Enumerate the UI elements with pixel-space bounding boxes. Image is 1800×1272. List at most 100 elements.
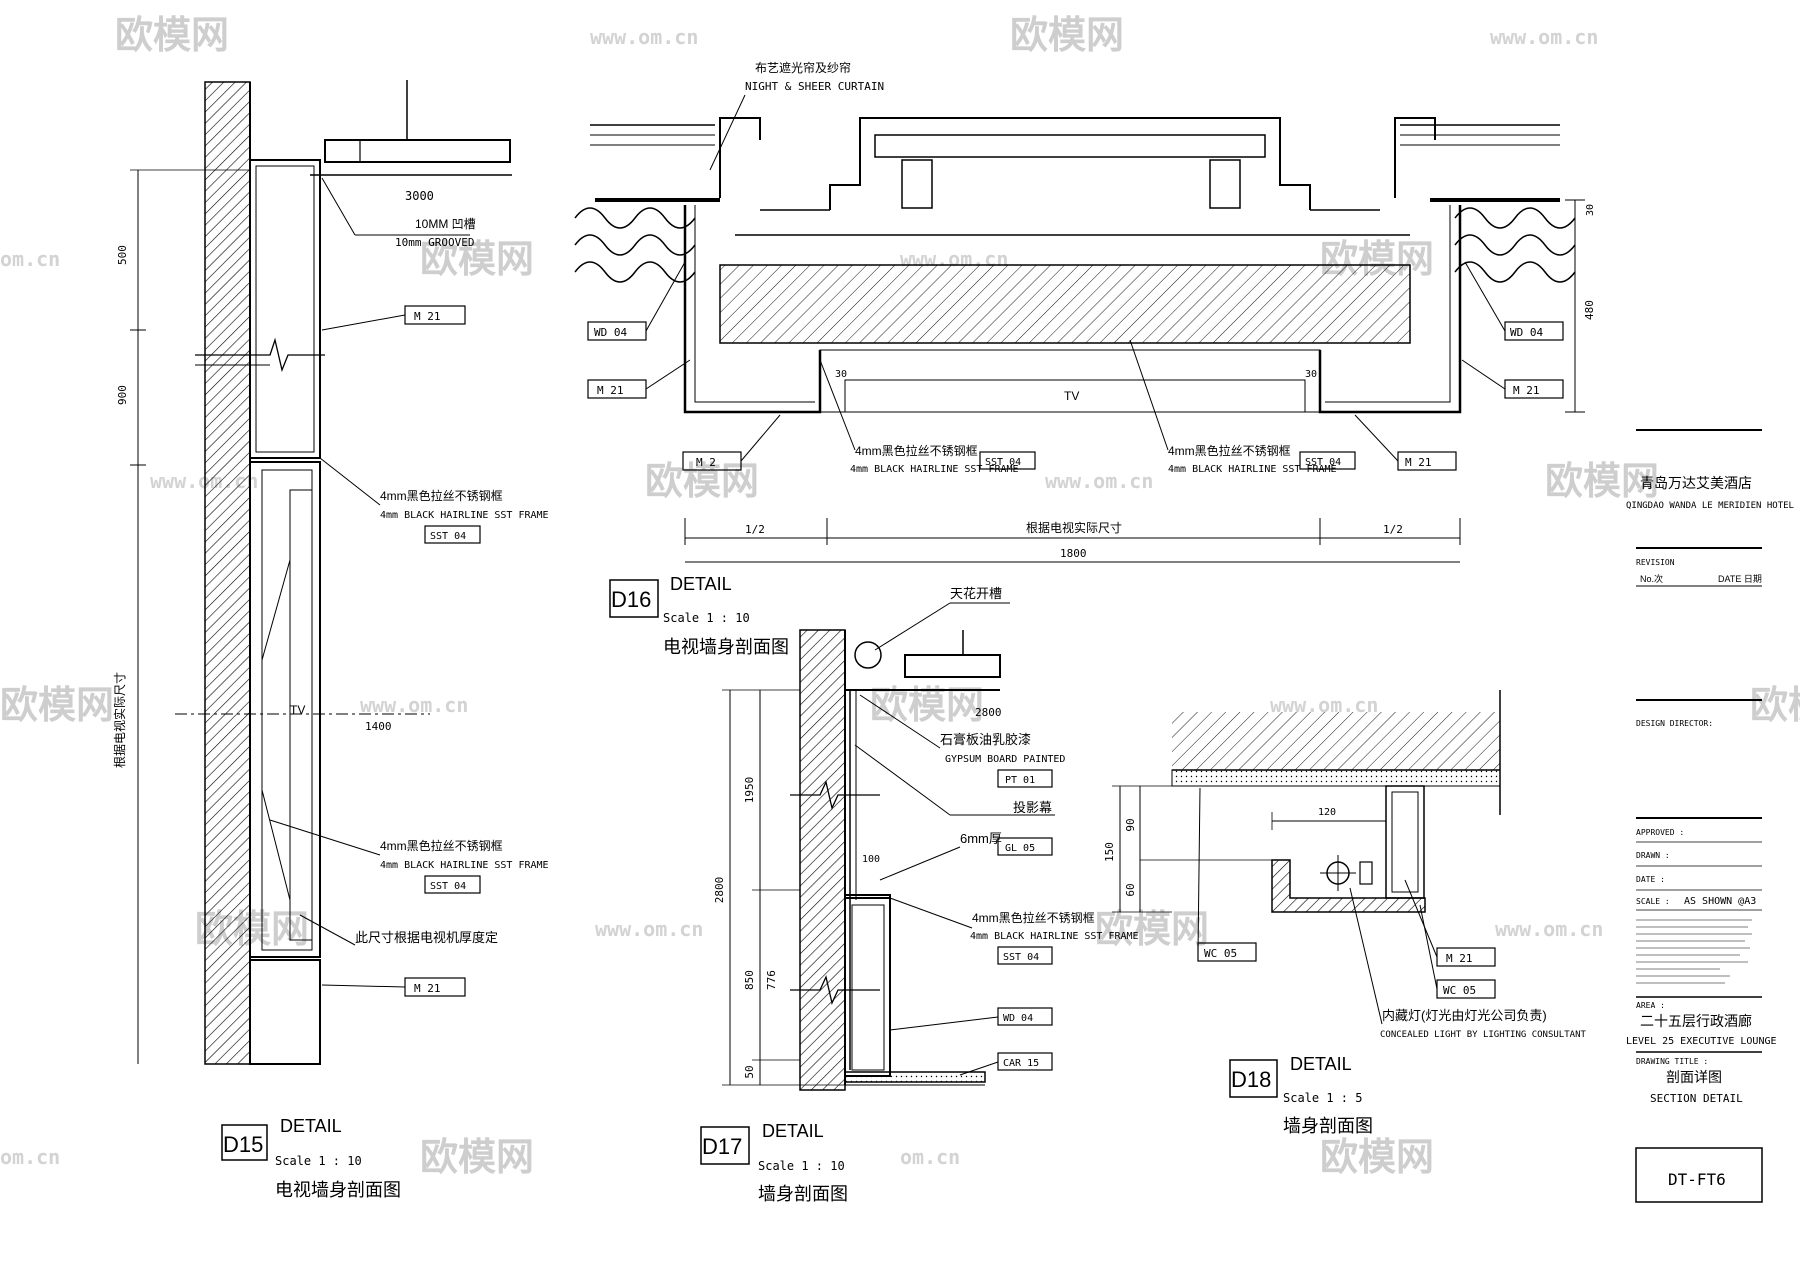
d17-title: 墙身剖面图 — [758, 1184, 848, 1204]
d15-groove-cn: 10MM 凹槽 — [415, 217, 476, 231]
tb-design-director: DESIGN DIRECTOR: — [1636, 719, 1713, 728]
tb-sheet-box — [1635, 1147, 1763, 1203]
tb-drawing-title-en: SECTION DETAIL — [1650, 1092, 1743, 1105]
d17-wall-hatch — [799, 629, 846, 1091]
d16-dim-mid: 根据电视实际尺寸 — [1026, 520, 1122, 535]
tb-sheet-no: DT-FT6 — [1668, 1170, 1726, 1189]
tb-drawn: DRAWN : — [1636, 851, 1670, 860]
watermark-url: www.om.cn — [1490, 25, 1598, 49]
tb-revision: REVISION — [1636, 558, 1675, 567]
tb-no: No.次 — [1640, 573, 1663, 584]
d15-groove-height: 3000 — [405, 189, 434, 203]
tb-area-en: LEVEL 25 EXECUTIVE LOUNGE — [1626, 1036, 1777, 1047]
tb-date: DATE : — [1636, 875, 1665, 884]
tb-hotel-en: QINGDAO WANDA LE MERIDIEN HOTEL — [1626, 501, 1794, 511]
d18-tag-box — [1229, 1059, 1278, 1098]
d15-tv-frame — [249, 461, 321, 958]
d16-scale: Scale 1 : 10 — [663, 611, 750, 625]
tb-fine-print — [1636, 919, 1752, 984]
watermark-brand: 欧模网 — [1750, 683, 1800, 727]
d18-tag-wc-label: WC 05 — [1204, 947, 1237, 960]
d16-tag-sst-2 — [1299, 451, 1356, 470]
d15-upper-panel — [249, 159, 321, 459]
d18-dim-1: 150 — [1103, 842, 1116, 862]
d17-scale: Scale 1 : 10 — [758, 1159, 845, 1173]
d15-frame-en-1: 4mm BLACK HAIRLINE SST FRAME — [380, 510, 549, 521]
watermark-layer: 欧模网 www.om.cn 欧模网 www.om.cn om.cn 欧模网 ww… — [0, 13, 1800, 1179]
d18-light-cn: 内藏灯(灯光由灯光公司负责) — [1382, 1008, 1547, 1023]
d16-dim-h: 480 — [1583, 300, 1596, 320]
d15-depth-note: 此尺寸根据电视机厚度定 — [355, 930, 498, 945]
d15-frame-cn-1: 4mm黑色拉丝不锈钢框 — [380, 488, 503, 503]
d17-tag-box — [700, 1126, 750, 1165]
d17-dim-total: 2800 — [713, 877, 726, 904]
tb-area-label: AREA : — [1636, 1001, 1665, 1010]
d15-scale: Scale 1 : 10 — [275, 1154, 362, 1168]
d17-tag-pt — [997, 769, 1053, 788]
watermark-url: om.cn — [0, 247, 60, 271]
d18-dim-w: 120 — [1318, 807, 1336, 818]
d17-tag-wd — [997, 1007, 1053, 1026]
d16-tag-m21-label: M 21 — [597, 384, 624, 397]
d18-light-en: CONCEALED LIGHT BY LIGHTING CONSULTANT — [1380, 1030, 1586, 1040]
d15-frame-en-2: 4mm BLACK HAIRLINE SST FRAME — [380, 860, 549, 871]
d17-dim-1: 1950 — [743, 777, 756, 804]
tb-scale-label: SCALE : — [1636, 897, 1670, 906]
d15-tv-label: TV — [290, 703, 305, 717]
tb-approved: APPROVED : — [1636, 828, 1684, 837]
d16-frame-en-1: 4mm BLACK HAIRLINE SST FRAME — [850, 464, 1019, 475]
watermark-brand: 欧模网 — [0, 683, 114, 727]
watermark-brand: 欧模网 — [645, 459, 759, 503]
title-block: 青岛万达艾美酒店 QINGDAO WANDA LE MERIDIEN HOTEL… — [1626, 429, 1794, 1203]
d15-groove-en: 10mm GROOVED — [395, 236, 474, 249]
d16-tag-m2-label: M 2 — [696, 456, 716, 469]
d15-dim-center: 1400 — [365, 720, 392, 733]
d15-ceiling — [324, 139, 511, 163]
d17-screen-cn: 投影幕 — [1013, 800, 1052, 815]
d17-tag-wd-label: WD 04 — [1003, 1013, 1033, 1024]
d16-frame-en-2: 4mm BLACK HAIRLINE SST FRAME — [1168, 464, 1337, 475]
d17-detail: DETAIL — [762, 1121, 824, 1141]
detail-d16: TV 30 30 布艺遮光帘及纱帘 NIGHT & SHEER CURTAIN … — [574, 60, 1596, 657]
d16-tv-label: TV — [1064, 389, 1079, 403]
d16-dim-s: 30 — [835, 369, 847, 380]
d15-tag-sst-2-label: SST 04 — [430, 881, 466, 892]
d15-frame-cn-2: 4mm黑色拉丝不锈钢框 — [380, 838, 503, 853]
d16-dim-right: 1/2 — [1383, 523, 1403, 536]
d16-title: 电视墙身剖面图 — [663, 637, 789, 657]
tb-scale-value: AS SHOWN @A3 — [1684, 896, 1756, 907]
d18-tag-m21-label: M 21 — [1446, 952, 1473, 965]
watermark-brand: 欧模网 — [420, 237, 534, 281]
d18-title: 墙身剖面图 — [1283, 1116, 1373, 1136]
d16-frame-cn-2: 4mm黑色拉丝不锈钢框 — [1168, 443, 1291, 458]
watermark-url: www.om.cn — [595, 917, 703, 941]
d15-tag: D15 — [223, 1132, 263, 1157]
d15-tag-m21-label: M 21 — [414, 310, 441, 323]
tb-hotel-cn: 青岛万达艾美酒店 — [1640, 475, 1752, 491]
d15-dim-2: 900 — [116, 385, 129, 405]
detail-d18: 150 90 60 120 WC 05 M 21 WC 05 内藏灯(灯光由灯光… — [1103, 690, 1586, 1136]
d16-tag-box — [609, 579, 659, 618]
d15-detail: DETAIL — [280, 1116, 342, 1136]
d17-dim-3: 50 — [743, 1065, 756, 1078]
d16-tag-wd-r-label: WD 04 — [1510, 326, 1543, 339]
d17-tag-gl — [997, 837, 1053, 856]
d17-gyp-en: GYPSUM BOARD PAINTED — [945, 754, 1065, 765]
d18-slab-hatch — [1172, 712, 1500, 770]
d17-tag-gl-label: GL 05 — [1005, 843, 1035, 854]
d17-ceiling-cn: 天花开槽 — [950, 586, 1002, 601]
d17-dim-2: 850 — [743, 970, 756, 990]
d16-tag: D16 — [611, 587, 651, 612]
watermark-url: om.cn — [0, 1145, 60, 1169]
d16-frame-cn-1: 4mm黑色拉丝不锈钢框 — [855, 443, 978, 458]
d17-tag-pt-label: PT 01 — [1005, 775, 1035, 786]
d18-dim-2: 90 — [1124, 818, 1137, 831]
d17-dim-inner: 776 — [765, 970, 778, 990]
watermark-brand: 欧模网 — [115, 13, 229, 57]
d17-gyp-cn: 石膏板油乳胶漆 — [940, 732, 1031, 747]
d18-scale: Scale 1 : 5 — [1283, 1091, 1362, 1105]
d16-tag-wd-label: WD 04 — [594, 326, 627, 339]
d18-dim-3: 60 — [1124, 883, 1137, 896]
d16-dim-total: 1800 — [1060, 547, 1087, 560]
d17-thick-cn: 6mm厚 — [960, 831, 1002, 846]
